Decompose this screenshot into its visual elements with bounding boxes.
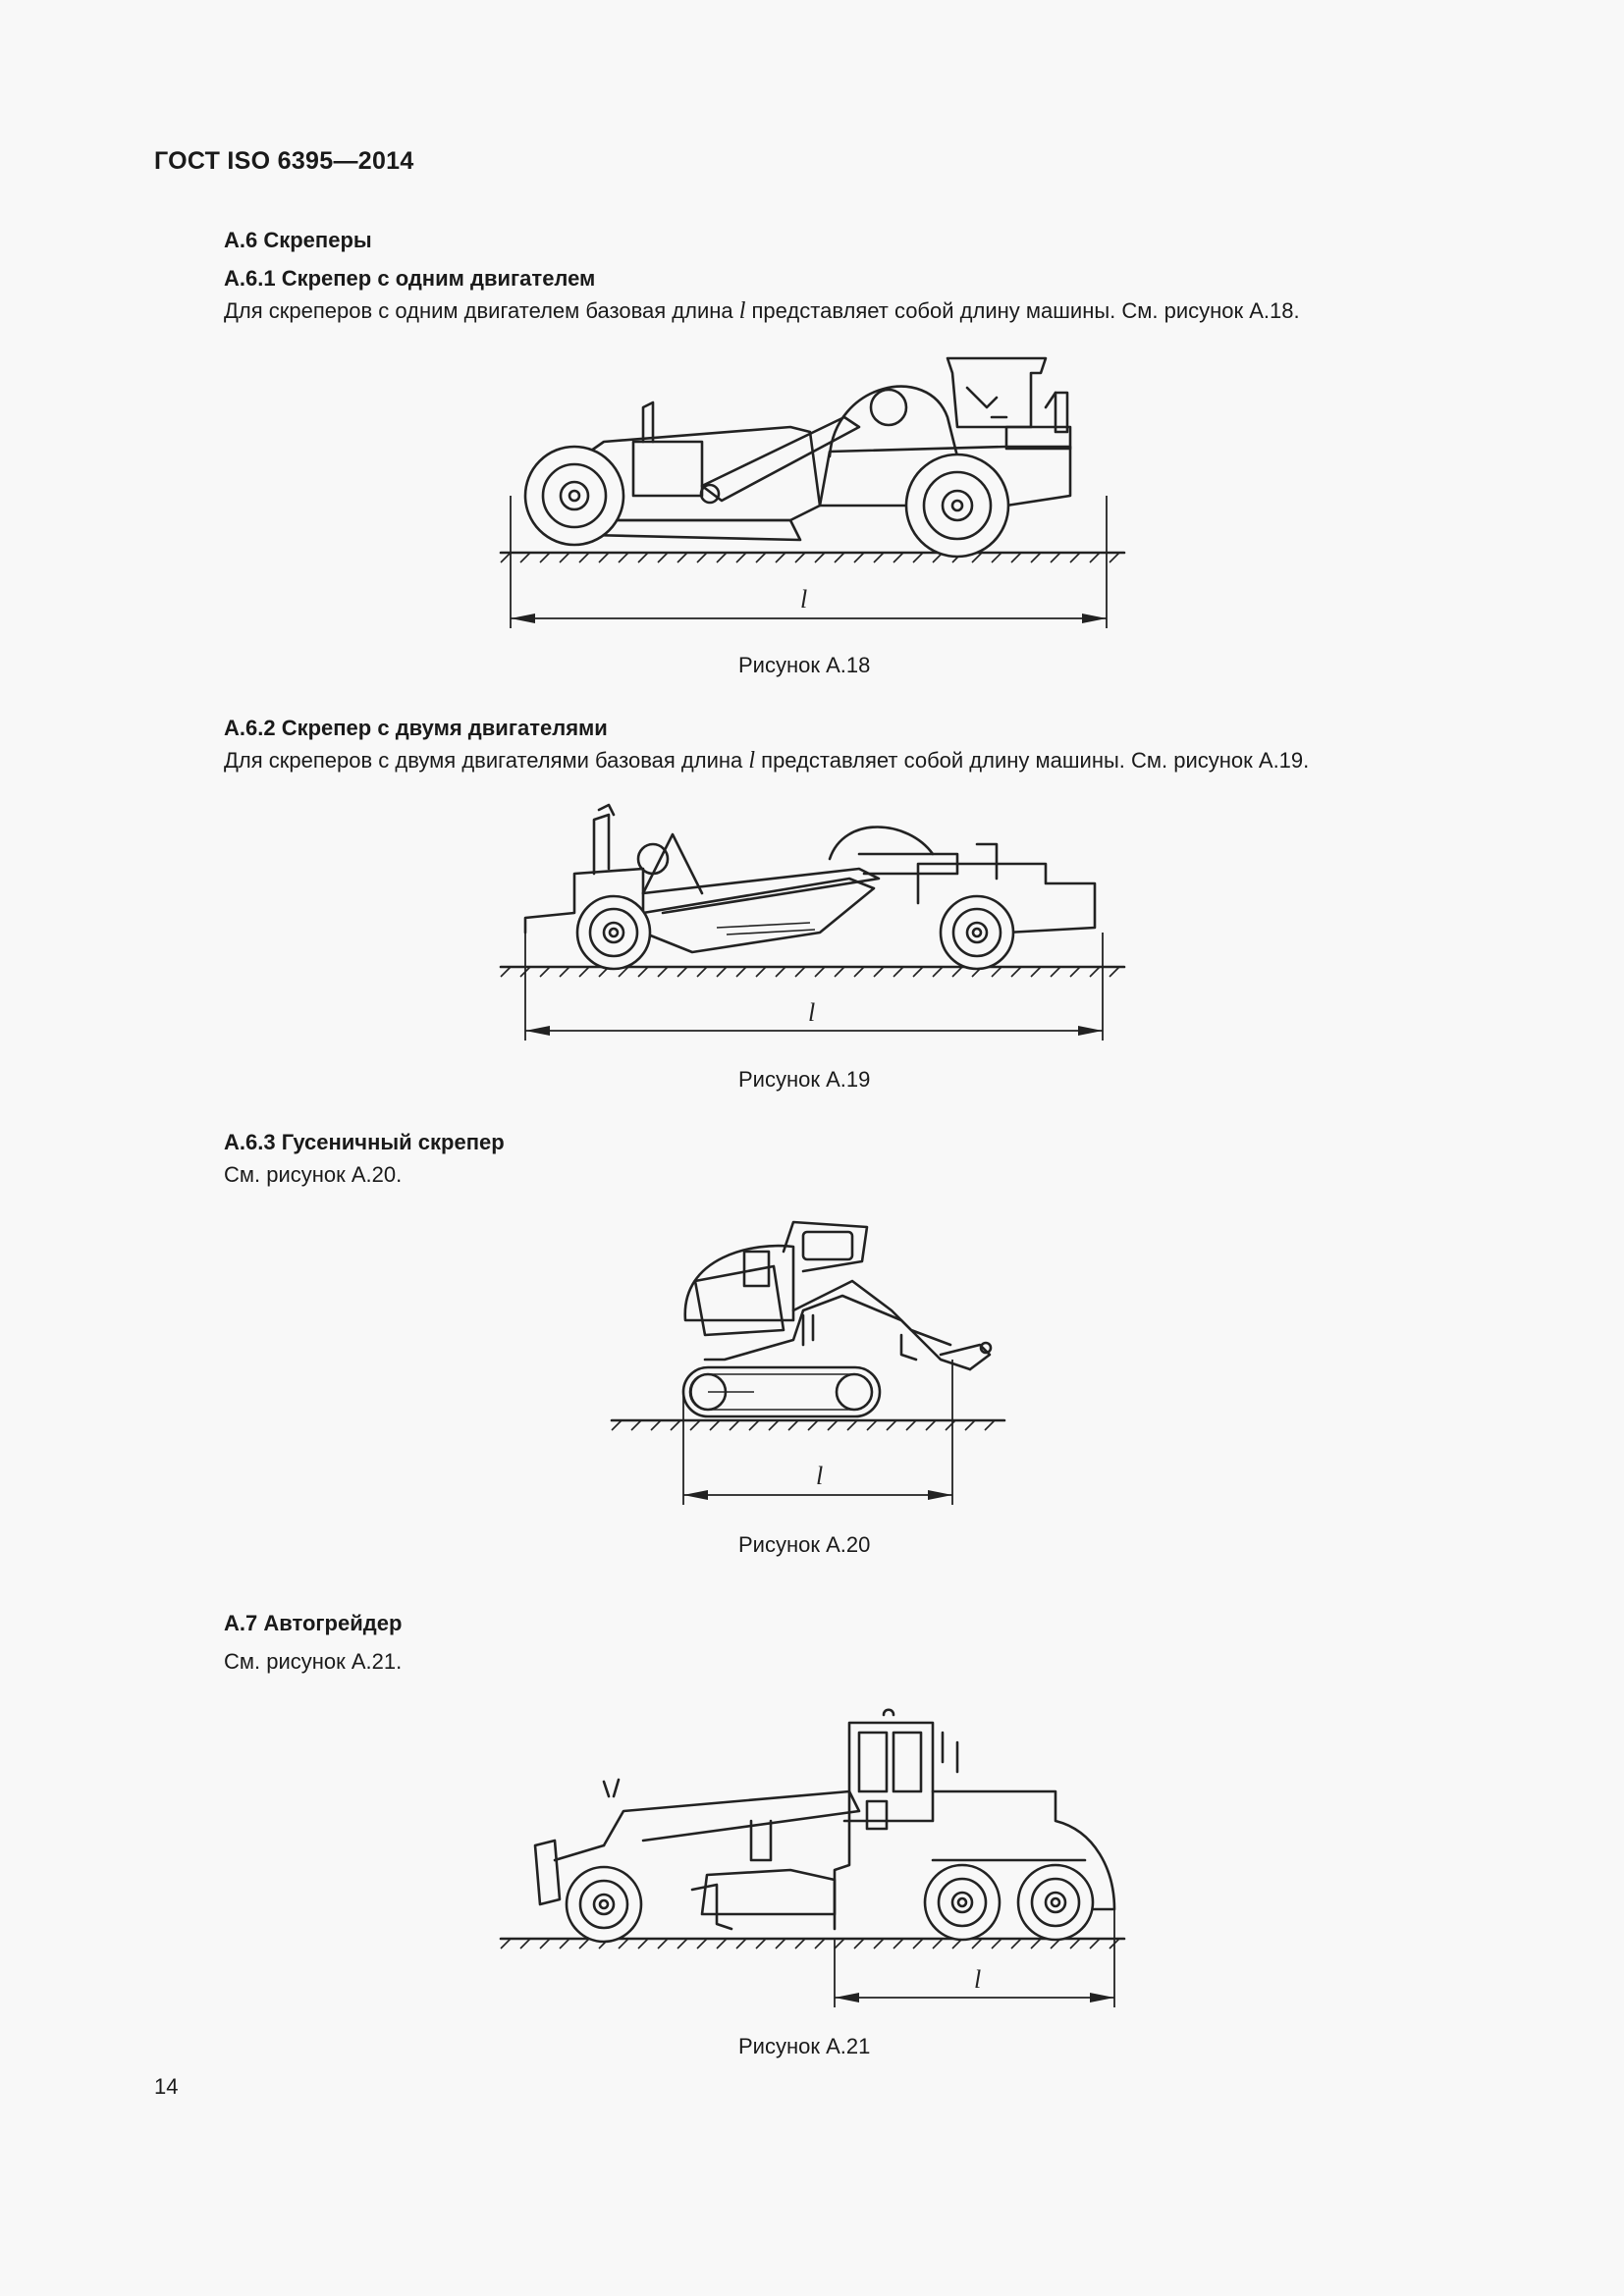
figure-a18-caption: Рисунок А.18 [738,653,871,677]
section-a63-title: А.6.3 Гусеничный скрепер [224,1130,505,1154]
section-a7-text: См. рисунок А.21. [224,1649,403,1674]
section-a61-title: А.6.1 Скрепер с одним двигателем [224,266,596,291]
section-a62-var: l [748,748,756,774]
figure-a20-caption: Рисунок А.20 [738,1532,871,1557]
document-header: ГОСТ ISO 6395—2014 [154,147,414,175]
section-a62-text-before: Для скреперов с двумя двигателями базова… [224,748,749,773]
figure-a21-dimension-label: l [974,1965,981,1994]
figure-a18-dimension-label: l [800,585,807,614]
section-a61-text-after: представляет собой длину машины. См. рис… [745,298,1300,323]
figure-a21-motor-grader-drawing: l [499,1708,1126,2007]
figure-a20-crawler-scraper-drawing: l [610,1220,1006,1505]
section-a62-title: А.6.2 Скрепер с двумя двигателями [224,716,608,740]
section-a61-text: Для скреперов с одним двигателем базовая… [224,298,1300,325]
section-a62-text-after: представляет собой длину машины. См. рис… [755,748,1310,773]
figure-a19-caption: Рисунок А.19 [738,1067,871,1092]
section-a63-text: См. рисунок А.20. [224,1162,403,1187]
figure-a19-scraper-drawing: l [499,803,1126,1041]
section-a61-var: l [738,298,746,324]
figure-a18-scraper-drawing: l [499,356,1126,628]
section-a7-title: А.7 Автогрейдер [224,1611,403,1635]
section-a6-title: А.6 Скреперы [224,228,372,252]
page-number: 14 [154,2074,179,2099]
figure-a19-dimension-label: l [808,998,815,1027]
section-a61-text-before: Для скреперов с одним двигателем базовая… [224,298,739,323]
figure-a21-caption: Рисунок А.21 [738,2034,871,2058]
section-a62-text: Для скреперов с двумя двигателями базова… [224,748,1309,774]
figure-a20-dimension-label: l [816,1462,823,1490]
